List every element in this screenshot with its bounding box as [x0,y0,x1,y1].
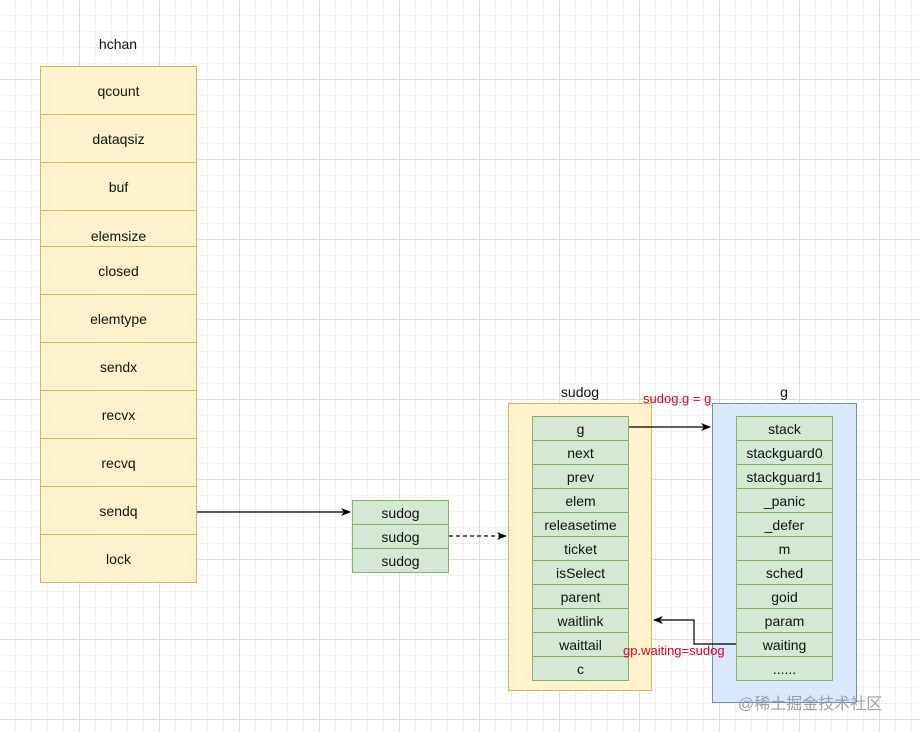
g-field-sched: sched [736,560,833,585]
g-field-param: param [736,608,833,633]
hchan-field-elemtype: elemtype [40,294,197,343]
g-fields: stack stackguard0 stackguard1 _panic _de… [736,416,833,681]
sendq-queue: sudog sudog sudog [352,500,449,573]
queue-item-sudog: sudog [352,500,449,525]
arrow-g-waiting-to-sudog [653,616,736,645]
annotation-gp-waiting: gp.waiting=sudog [623,643,725,658]
queue-item-sudog: sudog [352,524,449,549]
sudog-fields: g next prev elem releasetime ticket isSe… [532,416,629,681]
hchan-field-dataqsiz: dataqsiz [40,114,197,163]
g-field-ellipsis: ...... [736,656,833,681]
sudog-title: sudog [560,384,600,400]
hchan-field-closed: closed [40,246,197,295]
g-field-goid: goid [736,584,833,609]
hchan-struct: qcount dataqsiz buf elemsize closed elem… [40,66,197,583]
sudog-field-ticket: ticket [532,536,629,561]
sudog-field-waittail: waittail [532,632,629,657]
g-field-panic: _panic [736,488,833,513]
watermark: @稀土掘金技术社区 [738,696,883,713]
g-field-waiting: waiting [736,632,833,657]
sudog-field-c: c [532,656,629,681]
sudog-field-releasetime: releasetime [532,512,629,537]
hchan-field-lock: lock [40,534,197,583]
hchan-title: hchan [98,36,138,52]
g-field-m: m [736,536,833,561]
queue-item-sudog: sudog [352,548,449,573]
hchan-field-sendx: sendx [40,342,197,391]
g-field-stackguard0: stackguard0 [736,440,833,465]
g-title: g [780,384,788,400]
sudog-field-isselect: isSelect [532,560,629,585]
sudog-field-parent: parent [532,584,629,609]
hchan-field-sendq: sendq [40,486,197,535]
annotation-sudog-g: sudog.g = g [643,391,712,406]
g-field-stack: stack [736,416,833,441]
hchan-field-elemsize: elemsize [40,210,197,247]
hchan-field-recvx: recvx [40,390,197,439]
